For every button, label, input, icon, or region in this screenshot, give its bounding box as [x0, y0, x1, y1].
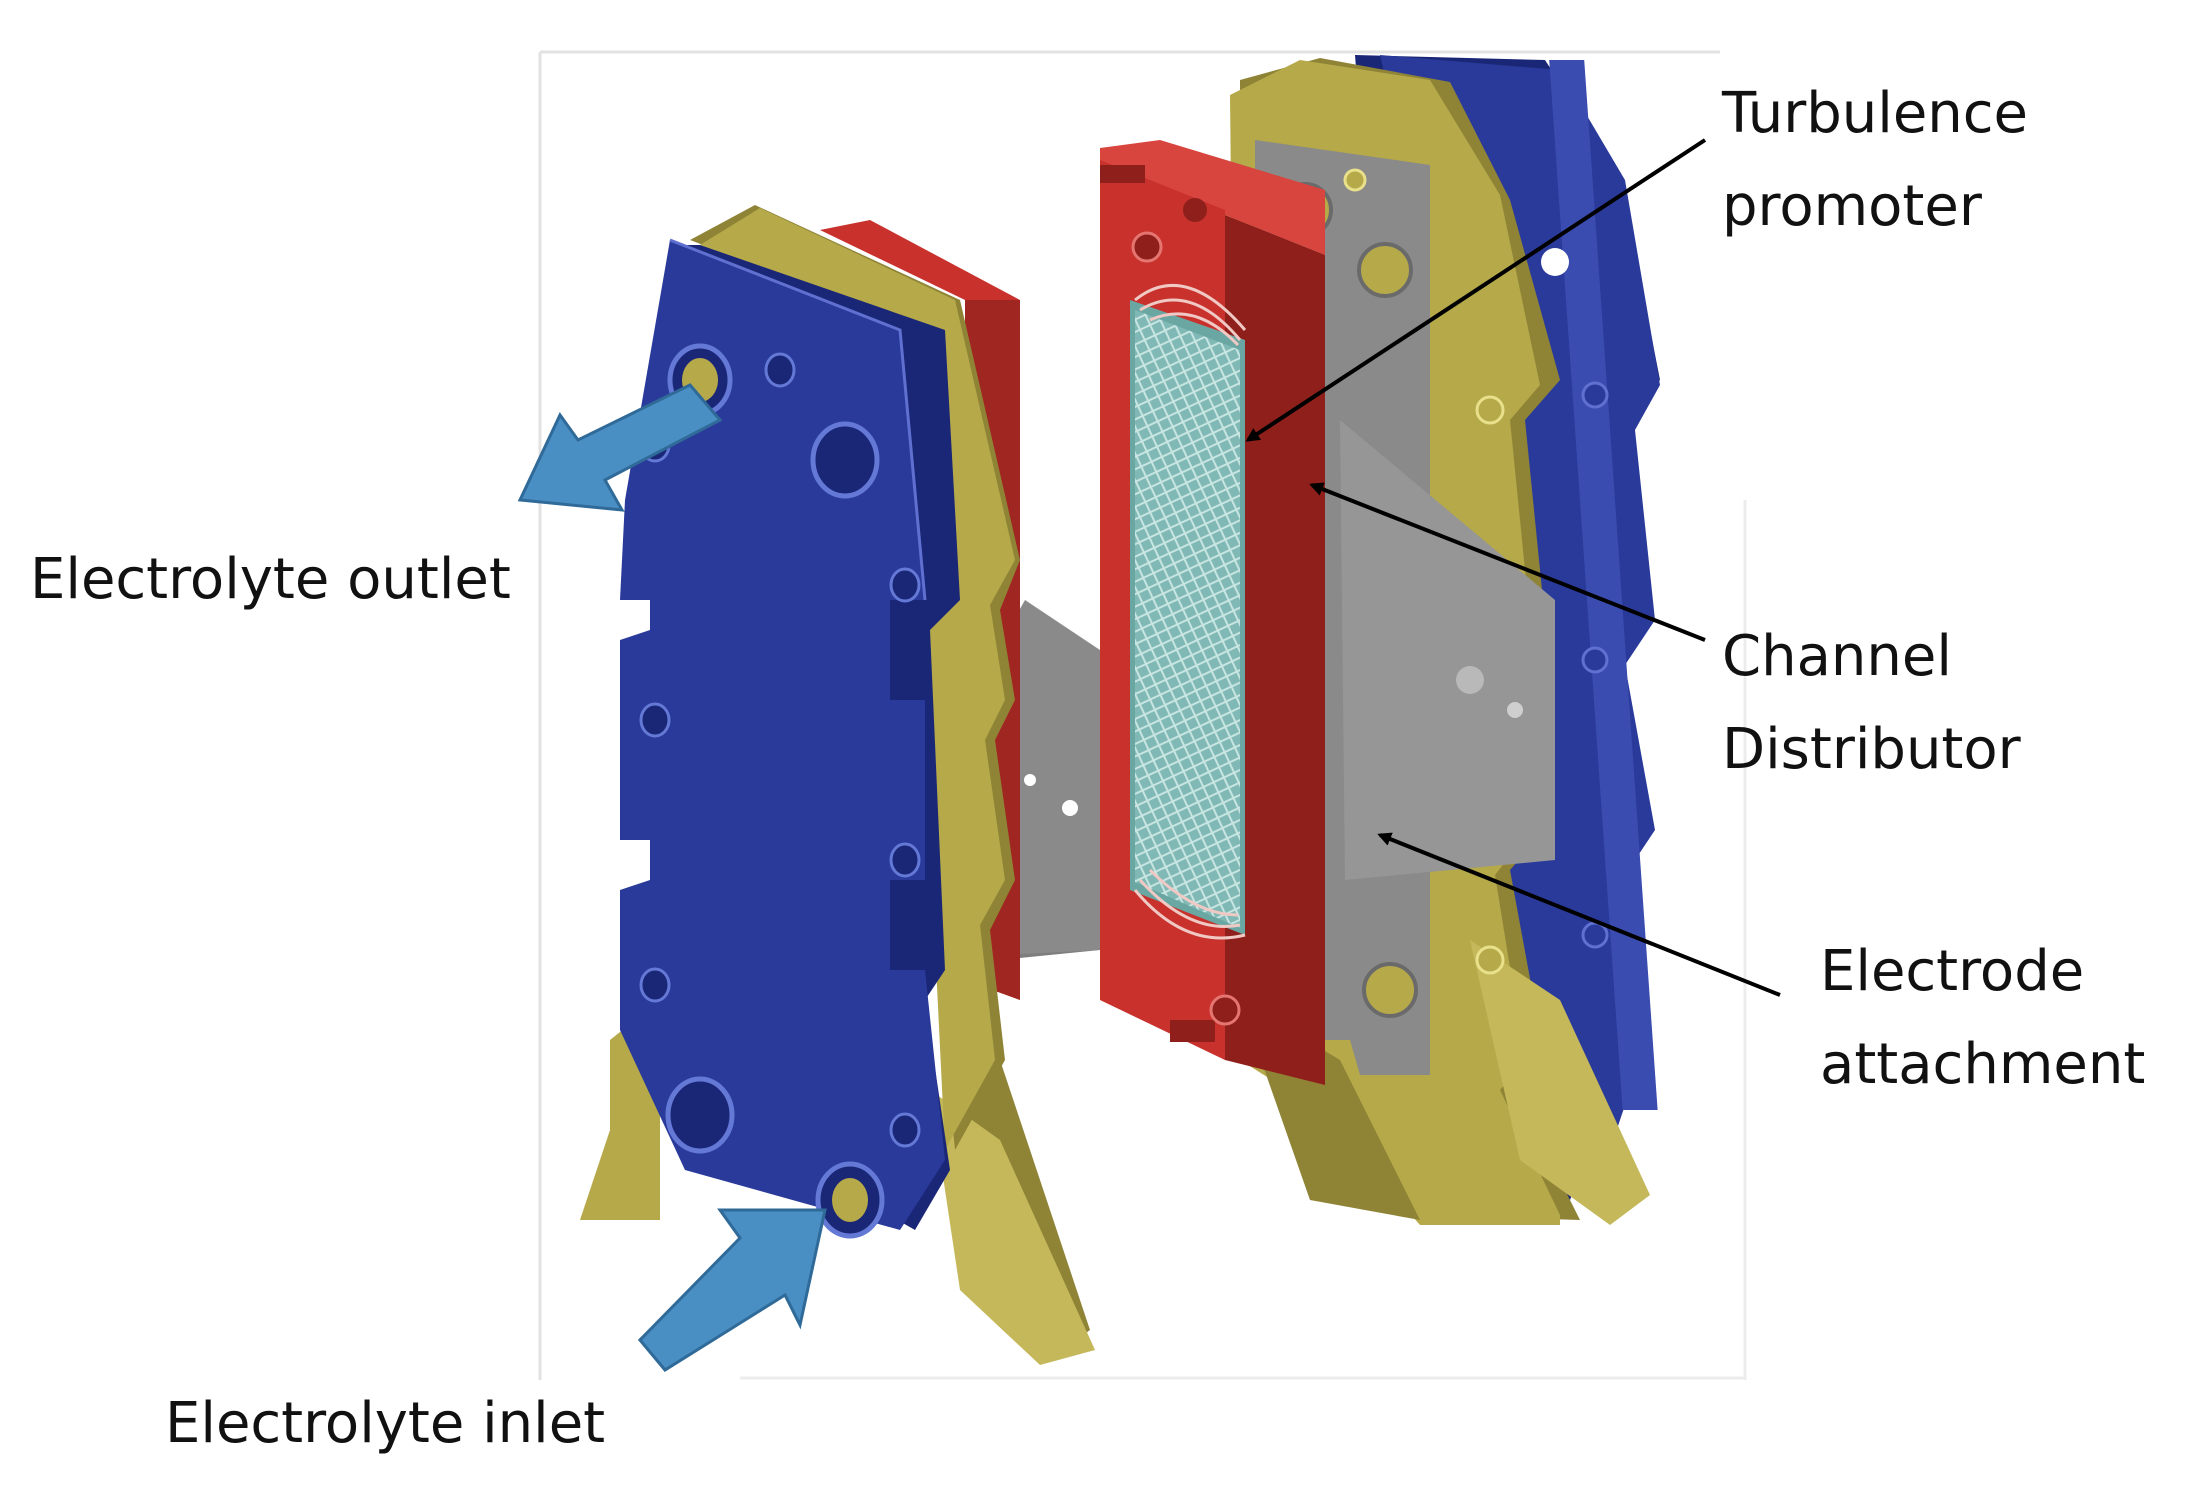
channel-label-line1: Channel: [1722, 624, 1952, 689]
electrolyte-outlet-label: Electrolyte outlet: [30, 547, 511, 612]
electrolyte-inlet-label: Electrolyte inlet: [165, 1391, 605, 1456]
channel-label-line2: Distributor: [1722, 717, 2022, 782]
right-olive-holes: [1343, 168, 1609, 975]
left-plate-holes: [639, 343, 921, 1239]
image-frame: [538, 50, 1747, 1380]
electrode-pointer: [1377, 832, 1781, 997]
turbulence-promoter-mesh: [1130, 284, 1247, 940]
turbulence-label-line2: promoter: [1722, 174, 1983, 239]
channel-pointer: [1309, 482, 1706, 642]
turbulence-pointer: [1245, 138, 1707, 442]
outlet-flow-arrow: [517, 383, 723, 512]
turbulence-label-line1: Turbulence: [1721, 81, 2028, 146]
label-pointer-lines: [1245, 138, 1781, 997]
electrode-label-line1: Electrode: [1820, 939, 2084, 1004]
inlet-flow-arrow: [637, 1208, 827, 1372]
electrode-label-line2: attachment: [1820, 1032, 2145, 1097]
